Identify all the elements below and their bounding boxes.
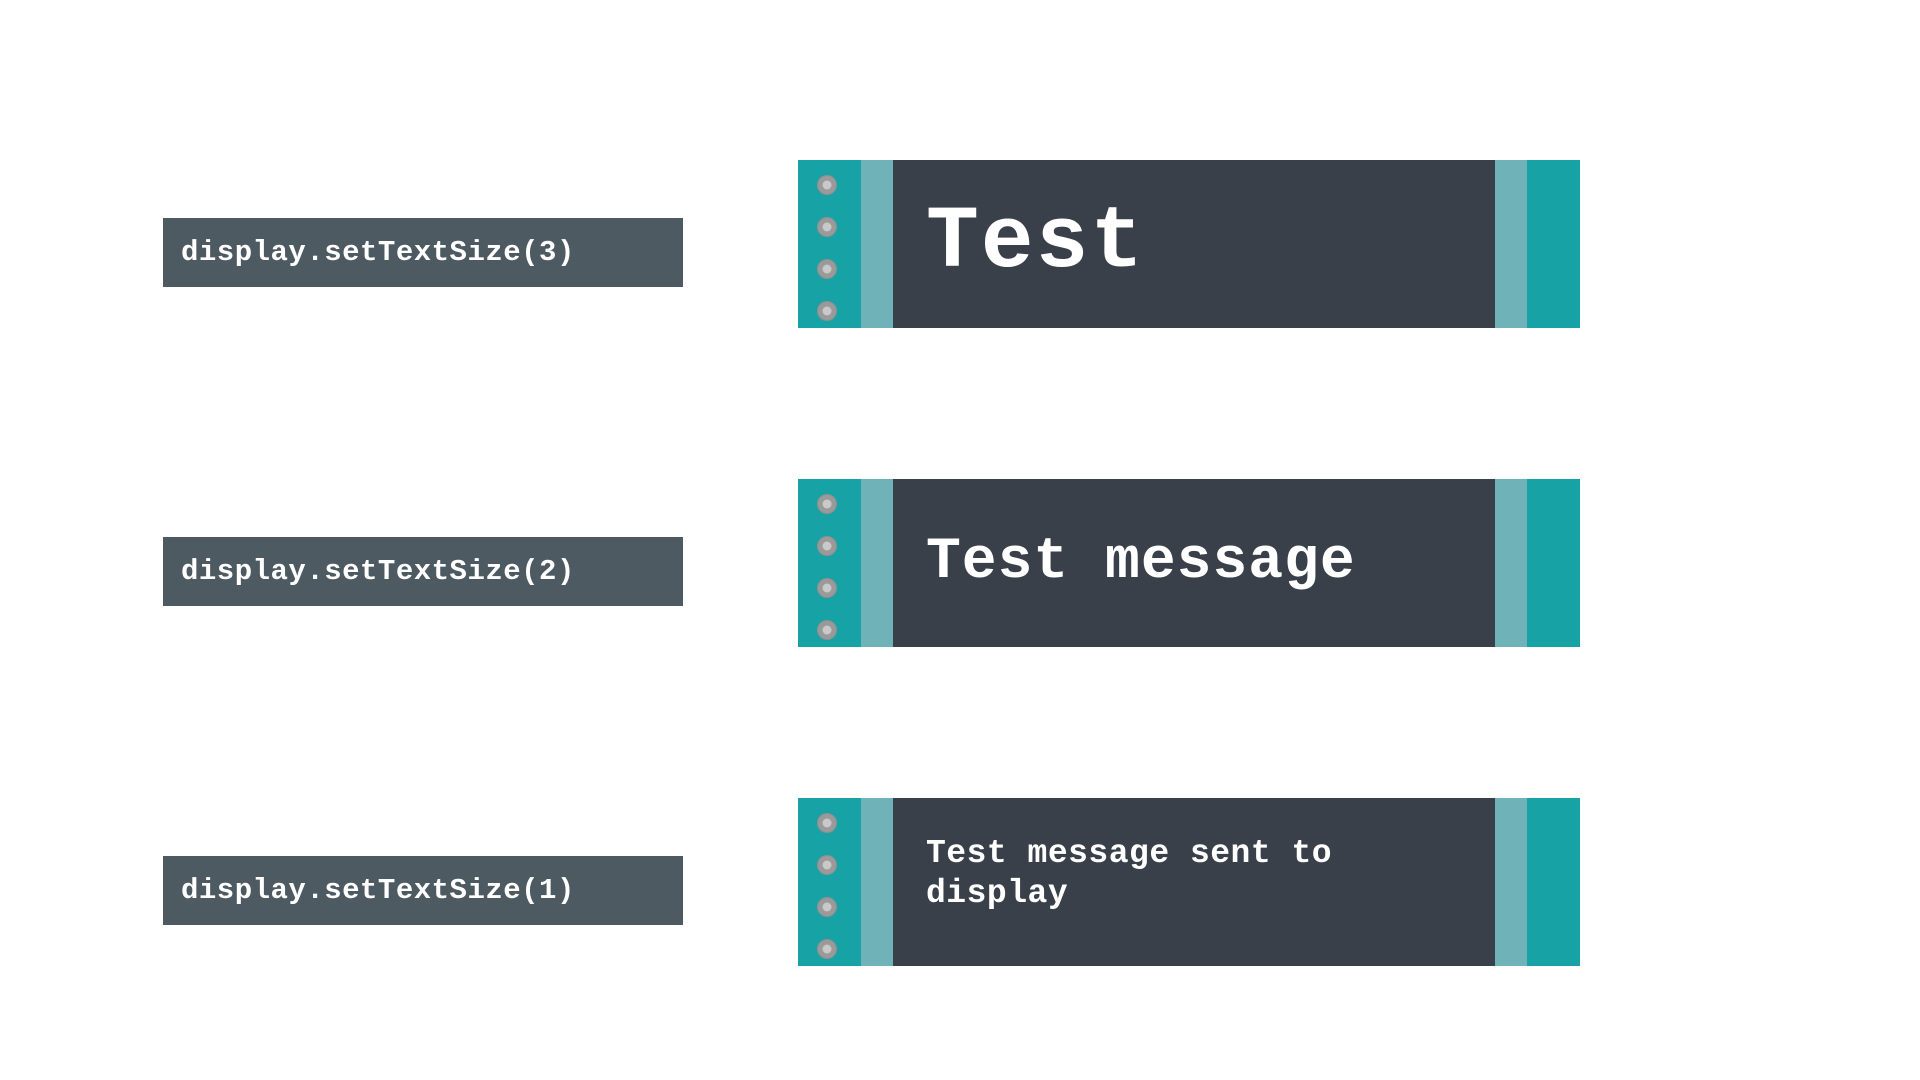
- mounting-pin-icon: [817, 578, 837, 598]
- mounting-pin-icon: [817, 175, 837, 195]
- mounting-rail-left: [798, 160, 861, 328]
- mounting-rail-left: [798, 479, 861, 647]
- bezel-right: [1495, 479, 1527, 647]
- screen-message: Test message: [926, 530, 1356, 595]
- mounting-rail-right: [1527, 160, 1580, 328]
- mounting-pin-icon: [817, 259, 837, 279]
- mounting-pin-icon: [817, 536, 837, 556]
- display-screen: Test: [893, 160, 1495, 328]
- bezel-right: [1495, 798, 1527, 966]
- code-label-textsize-2: display.setTextSize(2): [163, 537, 683, 606]
- mounting-pin-icon: [817, 620, 837, 640]
- mounting-pin-icon: [817, 855, 837, 875]
- mounting-rail-right: [1527, 479, 1580, 647]
- mounting-pin-icon: [817, 494, 837, 514]
- mounting-pin-icon: [817, 939, 837, 959]
- mounting-rail-left: [798, 798, 861, 966]
- bezel-left: [861, 798, 893, 966]
- bezel-left: [861, 479, 893, 647]
- mounting-pin-icon: [817, 813, 837, 833]
- code-label-textsize-3: display.setTextSize(3): [163, 218, 683, 287]
- mounting-pin-icon: [817, 897, 837, 917]
- mounting-pin-icon: [817, 217, 837, 237]
- code-label-textsize-1: display.setTextSize(1): [163, 856, 683, 925]
- mounting-rail-right: [1527, 798, 1580, 966]
- mounting-pin-icon: [817, 301, 837, 321]
- display-screen: Test message sent to display: [893, 798, 1495, 966]
- bezel-left: [861, 160, 893, 328]
- display-screen: Test message: [893, 479, 1495, 647]
- screen-message: Test message sent to display: [926, 835, 1353, 912]
- display-module-textsize-2: Test message: [798, 479, 1580, 647]
- bezel-right: [1495, 160, 1527, 328]
- display-module-textsize-3: Test: [798, 160, 1580, 328]
- display-module-textsize-1: Test message sent to display: [798, 798, 1580, 966]
- screen-message: Test: [926, 194, 1146, 293]
